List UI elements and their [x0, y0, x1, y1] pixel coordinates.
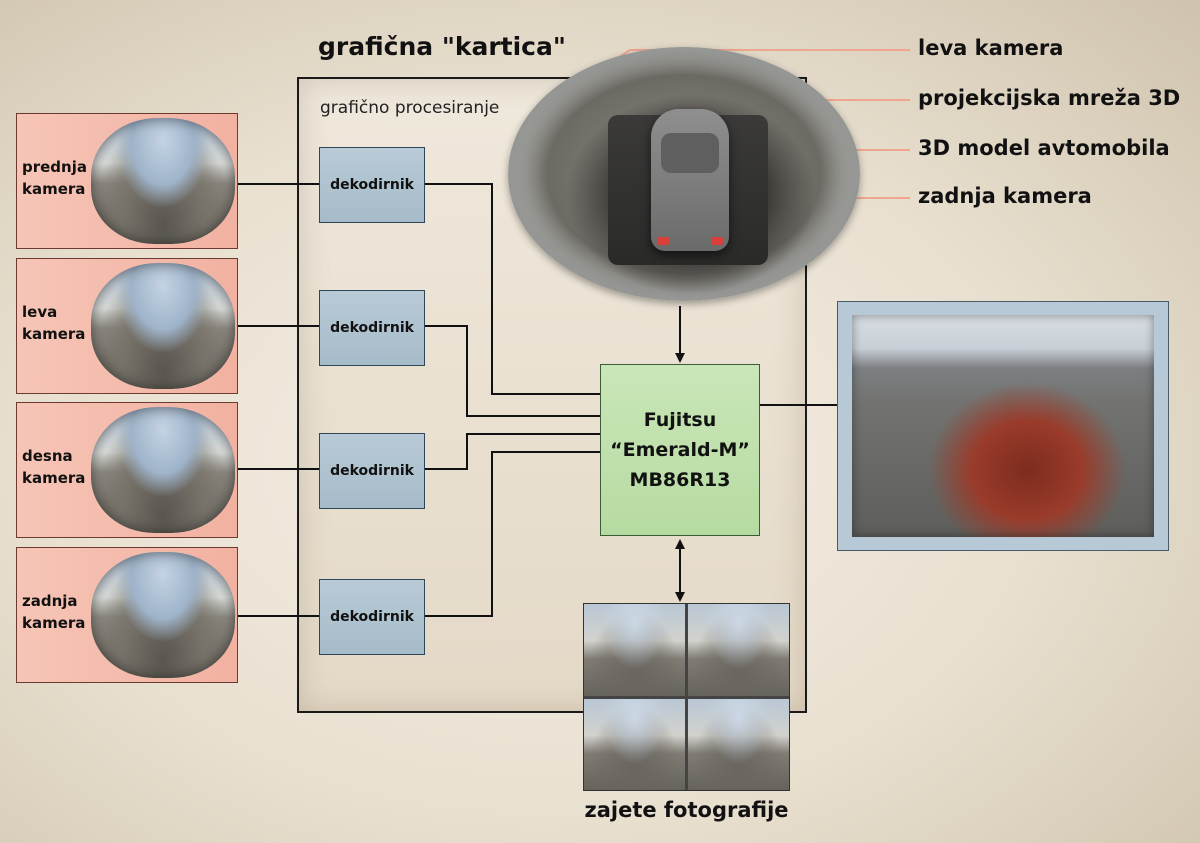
fisheye-image [91, 552, 235, 678]
fisheye-image [91, 407, 235, 533]
label-projection-mesh: projekcijska mreža 3D [918, 86, 1181, 110]
label-left-camera: leva kamera [918, 36, 1064, 60]
decoder-box-3: dekodirnik [319, 433, 425, 509]
fisheye-image [91, 118, 235, 244]
captured-photo-tile [584, 604, 685, 696]
processor-line-3: MB86R13 [629, 469, 731, 491]
wire-decoder-2 [425, 325, 600, 417]
processing-label: grafično procesiranje [320, 98, 500, 118]
processor-line-2: “Emerald-M” [610, 439, 750, 461]
fisheye-image [91, 263, 235, 389]
decoder-box-2: dekodirnik [319, 290, 425, 366]
rendered-view-image [852, 315, 1154, 537]
graphics-card-title: grafična "kartica" [318, 32, 566, 61]
wire-decoder-1 [425, 183, 600, 395]
car-model-icon [651, 109, 729, 251]
captured-photos-mosaic [583, 603, 790, 791]
decoder-box-1: dekodirnik [319, 147, 425, 223]
captured-photo-tile [688, 604, 789, 696]
output-display [837, 301, 1169, 551]
3d-projection-dome [508, 47, 860, 301]
captured-photo-tile [688, 698, 789, 790]
processor-line-1: Fujitsu [643, 409, 717, 431]
captured-photo-tile [584, 698, 685, 790]
label-car-model: 3D model avtomobila [918, 136, 1170, 160]
processor-box: Fujitsu “Emerald-M” MB86R13 [600, 364, 760, 536]
captured-photos-caption: zajete fotografije [584, 798, 789, 822]
wire-decoder-4 [425, 451, 600, 617]
label-rear-camera: zadnja kamera [918, 184, 1092, 208]
decoder-box-4: dekodirnik [319, 579, 425, 655]
wire-decoder-3 [425, 433, 600, 470]
